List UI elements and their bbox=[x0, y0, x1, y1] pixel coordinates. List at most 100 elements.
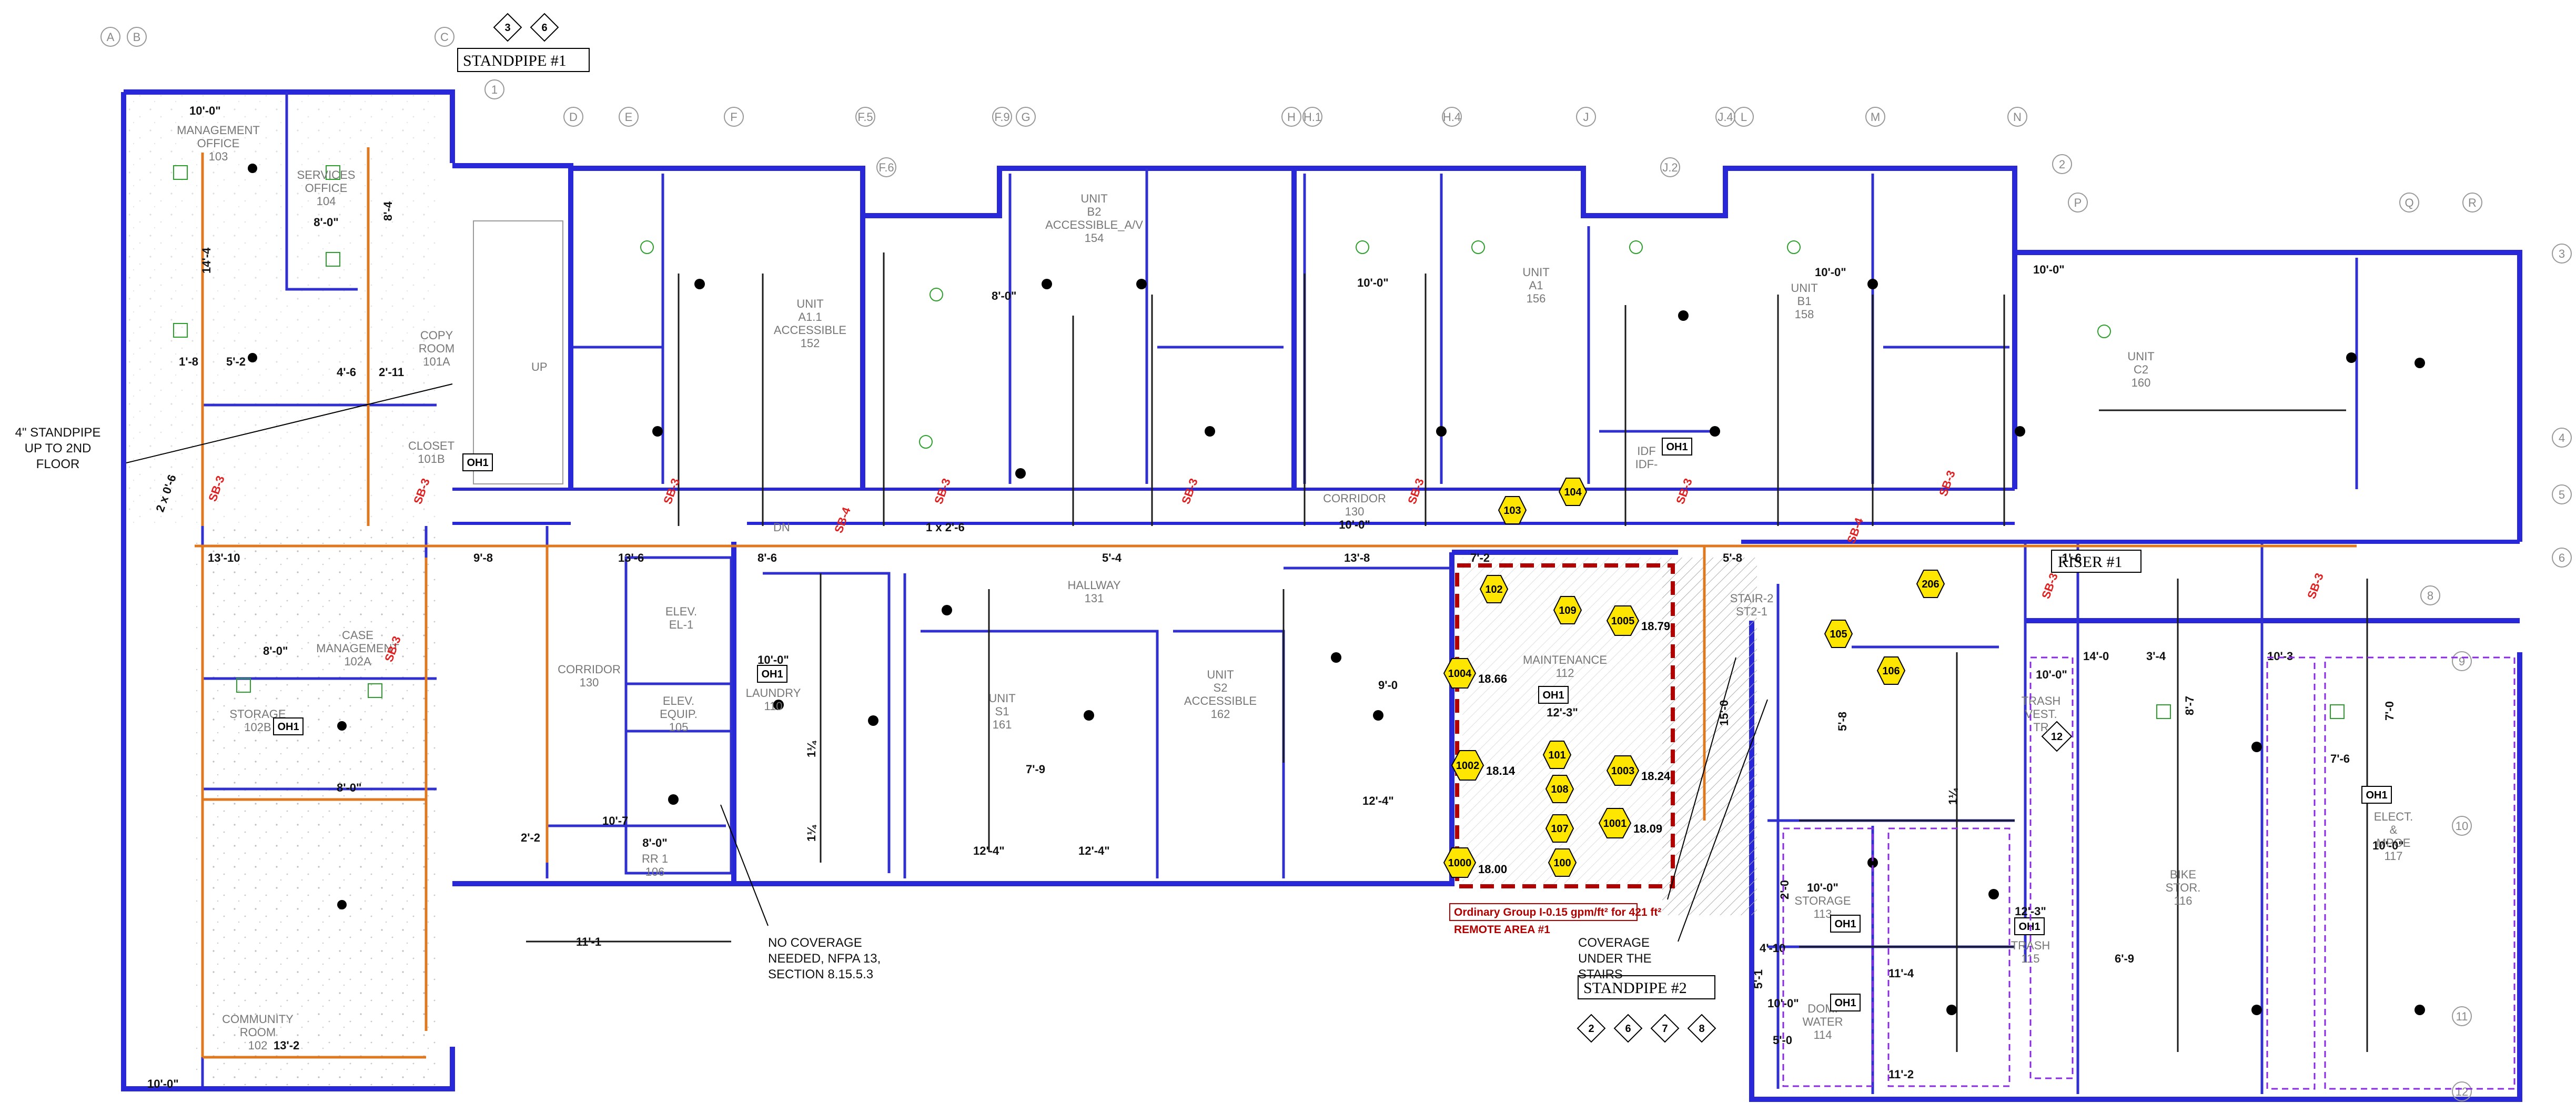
note-standpipe-up-1: 4" STANDPIPE bbox=[15, 426, 101, 440]
remote-area: Ordinary Group I-0.15 gpm/ft² for 421 ft… bbox=[1449, 563, 1675, 936]
node-103: 103 bbox=[1503, 505, 1521, 517]
note-no-coverage-1: NO COVERAGE bbox=[768, 936, 862, 950]
note-under-stairs-1: COVERAGE bbox=[1578, 936, 1650, 950]
note-no-coverage-2: NEEDED, NFPA 13, bbox=[768, 952, 881, 966]
note-standpipe-up-2: UP TO 2ND bbox=[25, 441, 92, 456]
grid-bubbles-side bbox=[484, 79, 2572, 1101]
room-101a-l2: ROOM bbox=[419, 342, 454, 355]
flow-1005: 18.79 bbox=[1641, 620, 1670, 633]
room-158-num: 158 bbox=[1795, 308, 1814, 321]
room-156-l2: A1 bbox=[1529, 279, 1543, 292]
dim-label: 13'-6 bbox=[618, 551, 644, 564]
room-102a-num: 102A bbox=[344, 655, 371, 668]
grid-B: B bbox=[133, 31, 141, 44]
room-elev-l2: EL-1 bbox=[669, 618, 693, 631]
room-102a-l2: MANAGEMENT bbox=[316, 642, 399, 655]
dim-label: 1¼ bbox=[805, 825, 818, 842]
sb4-tag: SB-4 bbox=[832, 505, 853, 534]
standpipe-2: STANDPIPE #2 2 6 7 8 bbox=[1577, 975, 1716, 1043]
standpipe-1: 3 6 STANDPIPE #1 bbox=[457, 13, 590, 72]
stair-up-label: UP bbox=[531, 360, 548, 373]
room-152-l2: A1.1 bbox=[798, 310, 822, 323]
room-104-l2: OFFICE bbox=[305, 181, 348, 195]
grid-N: N bbox=[2013, 110, 2022, 124]
room-116-num: 116 bbox=[2174, 894, 2192, 907]
dim-label: 5'-4 bbox=[1102, 551, 1122, 564]
dim-label: 11'-2 bbox=[1888, 1068, 1914, 1081]
oh1-tag: OH1 bbox=[1666, 441, 1688, 453]
grid-6: 6 bbox=[2559, 551, 2565, 564]
room-corridor-w-num: 130 bbox=[580, 676, 599, 689]
room-103-num: 103 bbox=[209, 150, 228, 163]
room-113-name: STORAGE bbox=[1794, 894, 1851, 907]
dim-label: 1¼ bbox=[805, 741, 818, 757]
dim-label: 1'-6 bbox=[2062, 551, 2082, 564]
dim-label: 9'-0 bbox=[1378, 679, 1398, 692]
dim-label: 10'-3 bbox=[2267, 650, 2293, 663]
standpipe-2-label: STANDPIPE #2 bbox=[1583, 979, 1687, 997]
sp1-tag-6: 6 bbox=[541, 22, 547, 34]
dimension-labels: 13'-10 13'-2 9'-8 13'-6 8'-6 5'-4 13'-8 … bbox=[153, 201, 2396, 1081]
dim-label: 14'-0 bbox=[2083, 650, 2109, 663]
room-s1-dim: 12'-4" bbox=[973, 844, 1005, 857]
grid-M: M bbox=[1871, 110, 1880, 124]
room-154-l2: B2 bbox=[1087, 205, 1102, 218]
room-102a-name: CASE bbox=[342, 629, 373, 642]
grid-labels-side: 1 2 3 4 5 6 8 9 10 11 12 bbox=[491, 83, 2565, 1098]
flow-1002: 18.14 bbox=[1486, 764, 1516, 777]
room-labels: MANAGEMENT OFFICE 103 10'-0" SERVICES OF… bbox=[147, 104, 2413, 1090]
grid-D: D bbox=[569, 110, 578, 124]
dim-label: 13'-8 bbox=[1344, 551, 1370, 564]
room-elev-equip-name: ELEV. bbox=[663, 694, 694, 707]
room-117-name: ELECT. bbox=[2374, 810, 2413, 823]
coverage-outlines bbox=[1782, 656, 2516, 1090]
room-102b-num: 102B bbox=[244, 721, 271, 734]
room-laundry-num: 110 bbox=[764, 700, 782, 713]
dim-label: 1 x 2'-6 bbox=[926, 521, 965, 534]
room-s2-name: UNIT bbox=[1207, 668, 1234, 681]
remote-area-spec: Ordinary Group I-0.15 gpm/ft² for 421 ft… bbox=[1454, 906, 1661, 918]
note-standpipe-up-3: FLOOR bbox=[36, 457, 80, 471]
grid-F6: F.6 bbox=[878, 161, 894, 174]
flow-1003: 18.24 bbox=[1641, 770, 1671, 783]
room-laundry-dim: 10'-0" bbox=[757, 653, 789, 666]
grid-L: L bbox=[1741, 110, 1747, 124]
grid-C: C bbox=[440, 31, 449, 44]
room-117-l3: MPOE bbox=[2377, 836, 2411, 849]
sp2-tag-2: 2 bbox=[1588, 1023, 1594, 1035]
room-116-name: BIKE bbox=[2170, 868, 2196, 881]
room-113-dim: 10'-0" bbox=[1807, 881, 1838, 894]
dim-label: 9'-8 bbox=[473, 551, 493, 564]
oh1-tag: OH1 bbox=[761, 669, 783, 680]
sprinkler-heads bbox=[248, 164, 2425, 1015]
room-152-name: UNIT bbox=[796, 297, 823, 310]
room-s1-l2: S1 bbox=[995, 705, 1009, 718]
riser-1-label: RISER #1 bbox=[2058, 553, 2123, 571]
dim-label: 14'-4 bbox=[200, 247, 213, 274]
grid-bubbles-top bbox=[100, 27, 2482, 213]
grid-2: 2 bbox=[2059, 158, 2065, 171]
sb3-tag: SB-3 bbox=[932, 477, 953, 506]
room-102-name: COMMUNITY bbox=[222, 1013, 294, 1026]
grid-8: 8 bbox=[2427, 589, 2433, 602]
dim-label: 5'-8 bbox=[1723, 551, 1742, 564]
room-102b-dim: 8'-0" bbox=[337, 781, 361, 794]
dim-label: 10'-7 bbox=[602, 814, 628, 827]
room-hallway-num: 131 bbox=[1085, 592, 1104, 605]
grid-4: 4 bbox=[2559, 431, 2565, 444]
building-walls bbox=[121, 89, 2522, 1102]
sb3-tag: SB-3 bbox=[1936, 469, 1958, 498]
node-1001: 1001 bbox=[1603, 818, 1627, 829]
grid-R: R bbox=[2468, 196, 2477, 209]
oh1-tag: OH1 bbox=[1542, 690, 1564, 701]
room-101a-name: COPY bbox=[420, 329, 453, 342]
oh1-tag: OH1 bbox=[1834, 997, 1856, 1009]
room-158-dim: 10'-0" bbox=[1815, 266, 1846, 279]
sb3-tag: SB-3 bbox=[1179, 477, 1200, 506]
oh1-tag: OH1 bbox=[1834, 918, 1856, 930]
dim-label: 8'-4 bbox=[381, 201, 395, 221]
note-under-stairs-3: STAIRS bbox=[1578, 967, 1623, 982]
dim-label: 13'-2 bbox=[274, 1039, 299, 1052]
grid-J2: J.2 bbox=[1662, 161, 1678, 174]
room-trashvest-dim: 10'-0" bbox=[2036, 668, 2067, 681]
